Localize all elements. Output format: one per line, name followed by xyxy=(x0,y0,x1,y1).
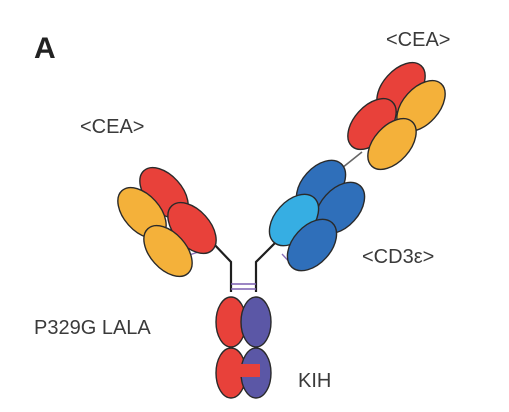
right-hinge-line xyxy=(254,242,276,292)
right-cd3e-fab xyxy=(268,159,366,272)
domain-yellow xyxy=(367,117,417,171)
cea-fab-linker xyxy=(341,151,363,169)
domain-yellow xyxy=(143,224,193,278)
left-hinge-line xyxy=(211,241,233,292)
label-cd3e: <CD3ε> xyxy=(362,246,434,268)
left-cea-fab xyxy=(117,166,217,278)
fc-ch2-purple xyxy=(240,296,272,348)
fc-region xyxy=(215,296,272,399)
right-cea-fab xyxy=(347,61,446,171)
panel-letter: A xyxy=(34,32,56,65)
label-cea-right: <CEA> xyxy=(386,29,450,51)
domain-dark-blue xyxy=(286,218,338,272)
label-kih: KIH xyxy=(298,370,331,392)
label-cea-left: <CEA> xyxy=(80,116,144,138)
knob-into-hole xyxy=(240,364,260,377)
label-fc-mutation: P329G LALA xyxy=(34,317,151,339)
